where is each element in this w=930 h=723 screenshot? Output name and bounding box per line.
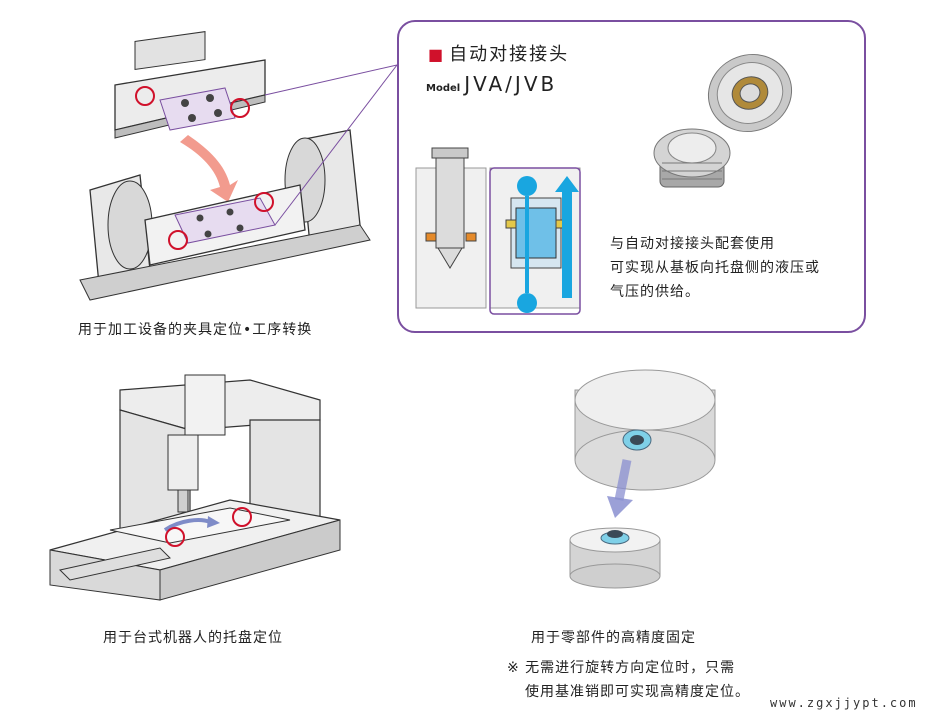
move-arrow-icon [207,516,220,528]
description-line: 可实现从基板向托盘侧的液压或 [610,260,820,276]
precision-caption: 用于零部件的高精度固定 [531,630,696,646]
coupler-cross-section [415,147,581,315]
note-line: ※ 无需进行旋转方向定位时，只需 [507,660,736,676]
precision-note: ※ 无需进行旋转方向定位时，只需 使用基准销即可实现高精度定位。 [507,656,750,704]
description-line: 气压的供给。 [610,284,700,300]
precision-fix-illustration [569,369,716,589]
flow-top-port [517,176,537,196]
work-plate [114,31,266,139]
coupler-description: 与自动对接接头配套使用 可实现从基板向托盘侧的液压或 气压的供给。 [610,232,820,304]
flow-bottom-port [517,293,537,313]
description-line: 与自动对接接头配套使用 [610,236,775,252]
rotary-fixture [79,129,371,301]
callout-title: ■自动对接接头 [428,40,569,66]
red-square-icon: ■ [428,45,446,64]
model-name: JVA/JVB [464,72,558,96]
flow-arrow-icon [555,176,579,192]
coupler-product-photos [653,54,793,188]
coupler-jva-photo [707,54,793,132]
note-line: 使用基准销即可实现高精度定位。 [525,684,750,700]
callout-title-text: 自动对接接头 [449,44,570,65]
fixture-caption: 用于加工设备的夹具定位•工序转换 [78,322,313,338]
down-arrow-icon [607,496,633,518]
robot-caption: 用于台式机器人的托盘定位 [103,630,283,646]
desktop-robot-illustration [49,374,341,601]
down-arrow [180,135,238,202]
coupler-jvb-photo [653,128,731,188]
fixture-illustration [79,31,398,301]
watermark: www.zgxjjypt.com [770,696,918,710]
model-prefix: Model [426,83,461,94]
